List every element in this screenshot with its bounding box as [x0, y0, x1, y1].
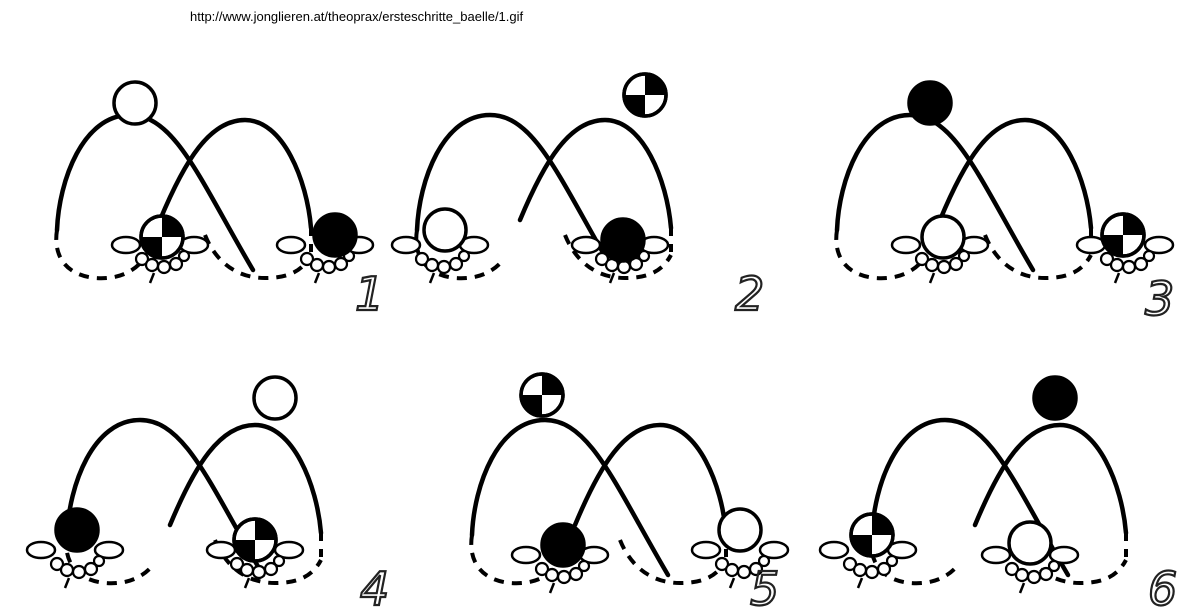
ball-right-checkered — [1100, 212, 1146, 258]
frame-1 — [56, 80, 375, 285]
frame-number-4: 4 — [360, 562, 389, 613]
ball-left-checkered — [139, 214, 185, 260]
frame-number-3: 3 — [1145, 272, 1174, 326]
frame-3 — [836, 80, 1175, 285]
ball-right-checkered — [232, 517, 278, 563]
ball-top-black — [1032, 375, 1078, 421]
ball-right-white — [717, 507, 763, 553]
frame-5 — [471, 372, 790, 595]
ball-left-black — [54, 507, 100, 553]
ball-left-checkered — [849, 512, 895, 558]
frame-number-5: 5 — [750, 562, 779, 613]
frame-4 — [25, 375, 321, 590]
ball-right-black — [600, 217, 646, 263]
ball-top-checkered — [519, 372, 565, 418]
frame-6 — [818, 375, 1126, 595]
ball-left-white — [422, 207, 468, 253]
ball-left-black — [540, 522, 586, 568]
ball-top-checkered — [622, 72, 668, 118]
ball-top-white — [112, 80, 158, 126]
ball-top-black — [907, 80, 953, 126]
frame-number-2: 2 — [735, 267, 764, 321]
frame-number-1: 1 — [355, 267, 384, 321]
ball-right-white — [1007, 520, 1053, 566]
ball-right-black — [312, 212, 358, 258]
frame-2 — [390, 72, 671, 285]
frame-number-6: 6 — [1148, 562, 1177, 613]
source-url: http://www.jonglieren.at/theoprax/erstes… — [190, 9, 524, 24]
ball-top-white — [252, 375, 298, 421]
ball-left-white — [920, 214, 966, 260]
